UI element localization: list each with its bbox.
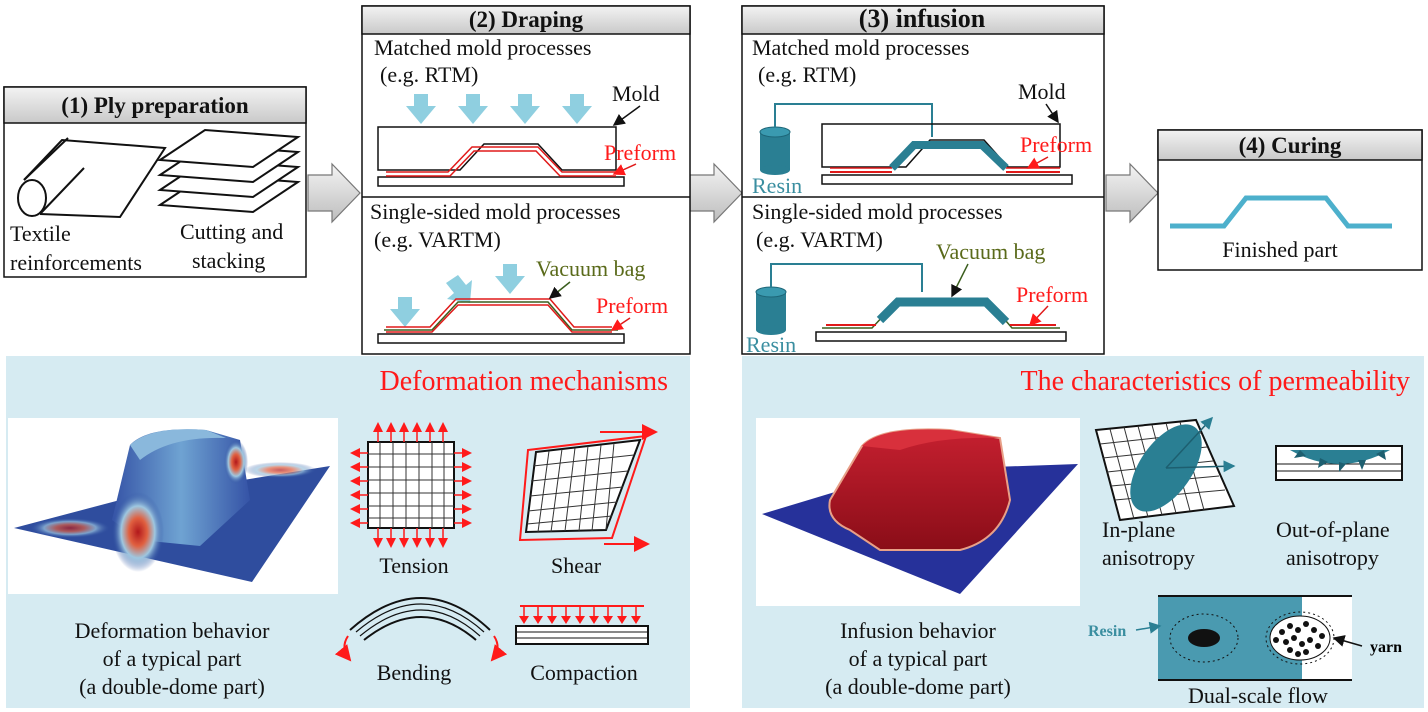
step-draping: (2) Draping Matched mold processes (e.g.…	[361, 5, 691, 355]
step-curing: (4) Curing Finished part	[1157, 129, 1423, 271]
flow-arrow-1	[307, 162, 361, 224]
draping-matched-eg: (e.g. RTM)	[380, 62, 478, 87]
deformation-panel: Deformation mechanisms Deformation behav…	[6, 356, 690, 708]
bending-label: Bending	[377, 660, 452, 685]
draping-mold-label: Mold	[612, 81, 660, 106]
ply-textile-label-2: reinforcements	[10, 250, 142, 275]
dual-resin-label: Resin	[1088, 623, 1126, 640]
out-of-plane-label-2: anisotropy	[1286, 545, 1379, 570]
matched-mold	[377, 126, 625, 187]
infusion-preform-label: Preform	[1020, 132, 1092, 157]
draping-title: (2) Draping	[469, 7, 584, 32]
textile-roll-icon	[17, 137, 167, 219]
out-of-plane-label-1: Out-of-plane	[1276, 517, 1390, 542]
tension-icon	[350, 422, 472, 548]
curing-finished-label: Finished part	[1222, 237, 1338, 262]
step-ply-preparation: (1) Ply preparation Textile reinforcemen…	[3, 86, 307, 278]
infusion-title: (3) infusion	[859, 4, 986, 33]
draping-single-label: Single-sided mold processes	[370, 199, 621, 224]
draping-preform2-label: Preform	[596, 293, 668, 318]
permeability-caption-2: of a typical part	[849, 646, 988, 671]
ply-textile-label: Textile	[10, 221, 71, 246]
deformation-caption-2: of a typical part	[103, 646, 242, 671]
infusion-resin-label: Resin	[752, 173, 802, 198]
permeability-heading: The characteristics of permeability	[1021, 366, 1410, 397]
shear-label: Shear	[551, 553, 602, 578]
draping-matched-label: Matched mold processes	[374, 35, 592, 60]
dual-yarn-label: yarn	[1370, 639, 1402, 656]
infusion-matched-eg: (e.g. RTM)	[758, 62, 856, 87]
finished-part-shape	[1170, 195, 1392, 229]
infusion-mold-label: Mold	[1018, 79, 1066, 104]
flow-arrow-2	[689, 162, 743, 224]
draping-preform-top	[386, 146, 616, 177]
deformation-caption-3: (a double-dome part)	[79, 674, 265, 699]
curing-title: (4) Curing	[1239, 133, 1342, 158]
ply-cutting-label: Cutting and	[180, 219, 283, 244]
step-infusion: (3) infusion Matched mold processes (e.g…	[741, 4, 1105, 357]
in-plane-anisotropy-icon	[1094, 416, 1236, 522]
infusion-simulation-image	[756, 418, 1080, 606]
flow-arrow-3	[1105, 162, 1159, 224]
press-arrows	[406, 94, 592, 124]
ply-title: (1) Ply preparation	[61, 93, 249, 118]
ply-cutting-label-2: stacking	[192, 248, 265, 273]
resin-tank-2-icon	[755, 286, 787, 335]
bending-icon	[334, 597, 508, 662]
single-sided-mold	[377, 298, 625, 344]
infusion-vacuum-bag-label: Vacuum bag	[936, 239, 1045, 264]
infusion-matched-mold	[821, 123, 1073, 185]
infusion-resin2-label: Resin	[746, 332, 796, 357]
tension-label: Tension	[379, 553, 448, 578]
deformation-simulation-image	[8, 418, 338, 594]
ply-stack-icon	[157, 128, 301, 214]
in-plane-label-2: anisotropy	[1102, 545, 1195, 570]
deformation-heading: Deformation mechanisms	[380, 366, 668, 397]
compaction-icon	[515, 605, 649, 645]
permeability-caption-3: (a double-dome part)	[825, 674, 1011, 699]
dual-scale-flow-icon	[1158, 595, 1352, 681]
infusion-matched-label: Matched mold processes	[752, 35, 970, 60]
draping-preform-label: Preform	[604, 140, 676, 165]
resin-tank-icon	[759, 126, 791, 175]
in-plane-label-1: In-plane	[1102, 517, 1175, 542]
compaction-label: Compaction	[530, 660, 638, 685]
draping-single-eg: (e.g. VARTM)	[374, 227, 501, 252]
vacuum-press-arrows	[390, 264, 525, 327]
draping-vacuum-bag-label: Vacuum bag	[536, 256, 645, 281]
shear-icon	[518, 424, 658, 552]
dual-scale-label: Dual-scale flow	[1188, 683, 1328, 708]
out-of-plane-anisotropy-icon	[1275, 445, 1403, 481]
permeability-caption-1: Infusion behavior	[840, 618, 996, 643]
deformation-caption-1: Deformation behavior	[75, 618, 271, 643]
infusion-single-label: Single-sided mold processes	[752, 199, 1003, 224]
infusion-single-eg: (e.g. VARTM)	[756, 227, 883, 252]
infusion-preform2-label: Preform	[1016, 282, 1088, 307]
permeability-panel: The characteristics of permeability Infu…	[742, 356, 1424, 708]
